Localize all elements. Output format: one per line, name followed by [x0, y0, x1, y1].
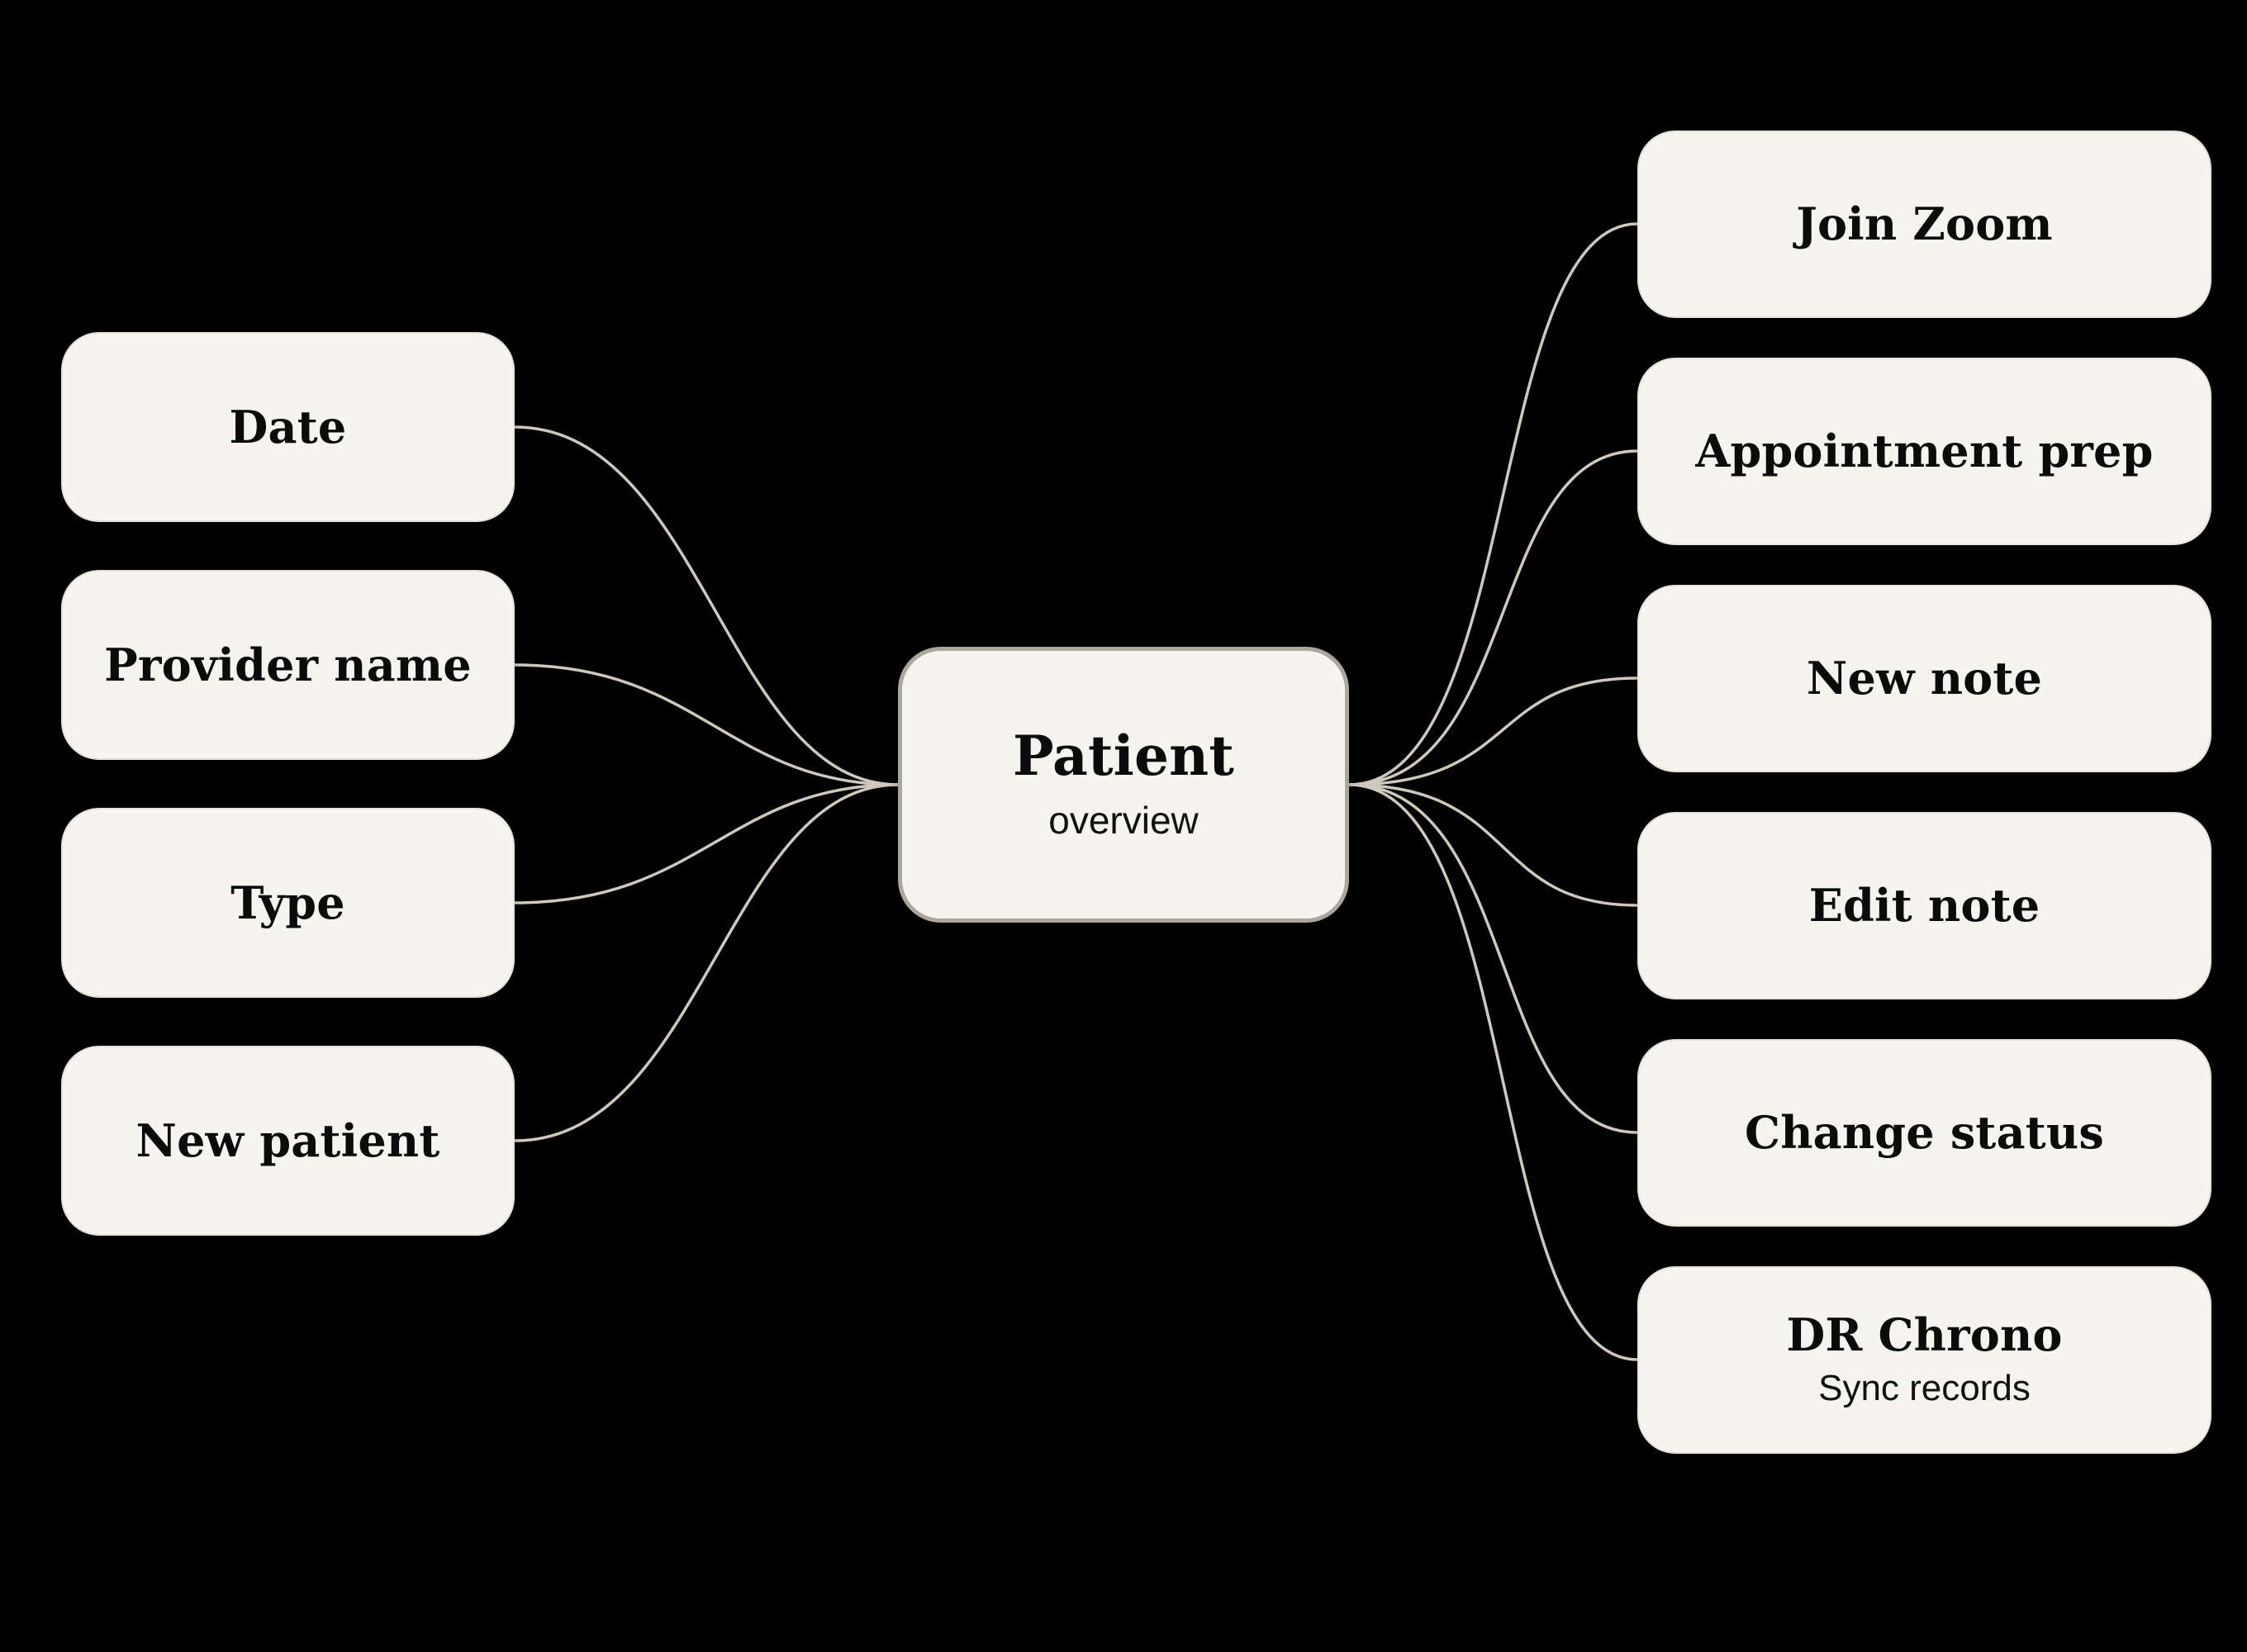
node-type-label: Type: [230, 876, 345, 929]
edge-center-to-edit-note: [1347, 783, 1639, 907]
node-new-patient[interactable]: New patient: [61, 1046, 515, 1236]
node-date[interactable]: Date: [61, 332, 515, 522]
node-change-status[interactable]: Change status: [1637, 1039, 2211, 1227]
edge-new-patient-to-center: [513, 783, 900, 1142]
edge-center-to-dr-chrono: [1347, 783, 1639, 1361]
node-appointment-prep-label: Appointment prep: [1695, 425, 2154, 478]
edge-type-to-center: [513, 783, 900, 904]
node-join-zoom[interactable]: Join Zoom: [1637, 131, 2211, 318]
node-dr-chrono[interactable]: DR Chrono Sync records: [1637, 1266, 2211, 1454]
edge-center-to-join-zoom: [1347, 222, 1639, 786]
node-change-status-label: Change status: [1745, 1106, 2104, 1160]
node-patient-overview-title: Patient: [1012, 724, 1235, 789]
edge-center-to-appointment-prep: [1347, 449, 1639, 786]
node-type[interactable]: Type: [61, 808, 515, 998]
node-edit-note[interactable]: Edit note: [1637, 812, 2211, 999]
node-appointment-prep[interactable]: Appointment prep: [1637, 358, 2211, 545]
node-provider-name[interactable]: Provider name: [61, 570, 515, 760]
edge-center-to-new-note: [1347, 676, 1639, 786]
node-dr-chrono-label: DR Chrono: [1786, 1308, 2063, 1361]
node-new-note[interactable]: New note: [1637, 585, 2211, 772]
node-provider-name-label: Provider name: [104, 638, 472, 691]
node-patient-overview-subtitle: overview: [1048, 799, 1199, 843]
node-patient-overview[interactable]: Patient overview: [898, 647, 1349, 923]
edge-center-to-change-status: [1347, 783, 1639, 1134]
node-edit-note-label: Edit note: [1808, 879, 2040, 933]
node-new-patient-label: New patient: [135, 1113, 440, 1167]
edge-date-to-center: [513, 425, 900, 786]
node-join-zoom-label: Join Zoom: [1796, 197, 2053, 251]
node-date-label: Date: [229, 400, 347, 453]
node-new-note-label: New note: [1806, 652, 2043, 705]
node-dr-chrono-subtitle: Sync records: [1818, 1367, 2031, 1408]
edge-provider-name-to-center: [513, 663, 900, 786]
